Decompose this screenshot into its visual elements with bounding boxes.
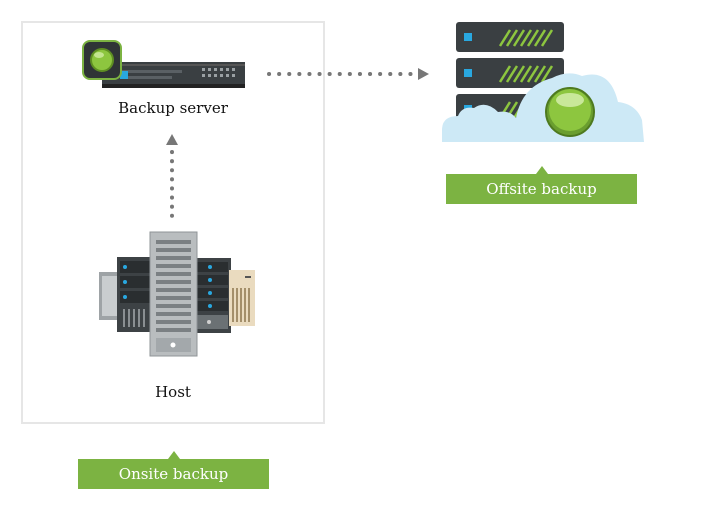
backup-server-label: Backup server (118, 99, 228, 117)
onsite-container (21, 21, 325, 424)
host-servers-icon (99, 231, 255, 357)
offsite-tag-pointer (536, 166, 548, 174)
onsite-backup-tag: Onsite backup (78, 459, 269, 489)
host-to-backup-arrow (166, 134, 178, 218)
offsite-backup-tag: Offsite backup (446, 174, 637, 204)
offsite-server-cloud-icon (442, 22, 644, 142)
host-label: Host (155, 383, 191, 401)
offsite-transfer-arrow (267, 68, 429, 80)
onsite-tag-pointer (168, 451, 180, 459)
backup-server-icon (82, 40, 245, 88)
